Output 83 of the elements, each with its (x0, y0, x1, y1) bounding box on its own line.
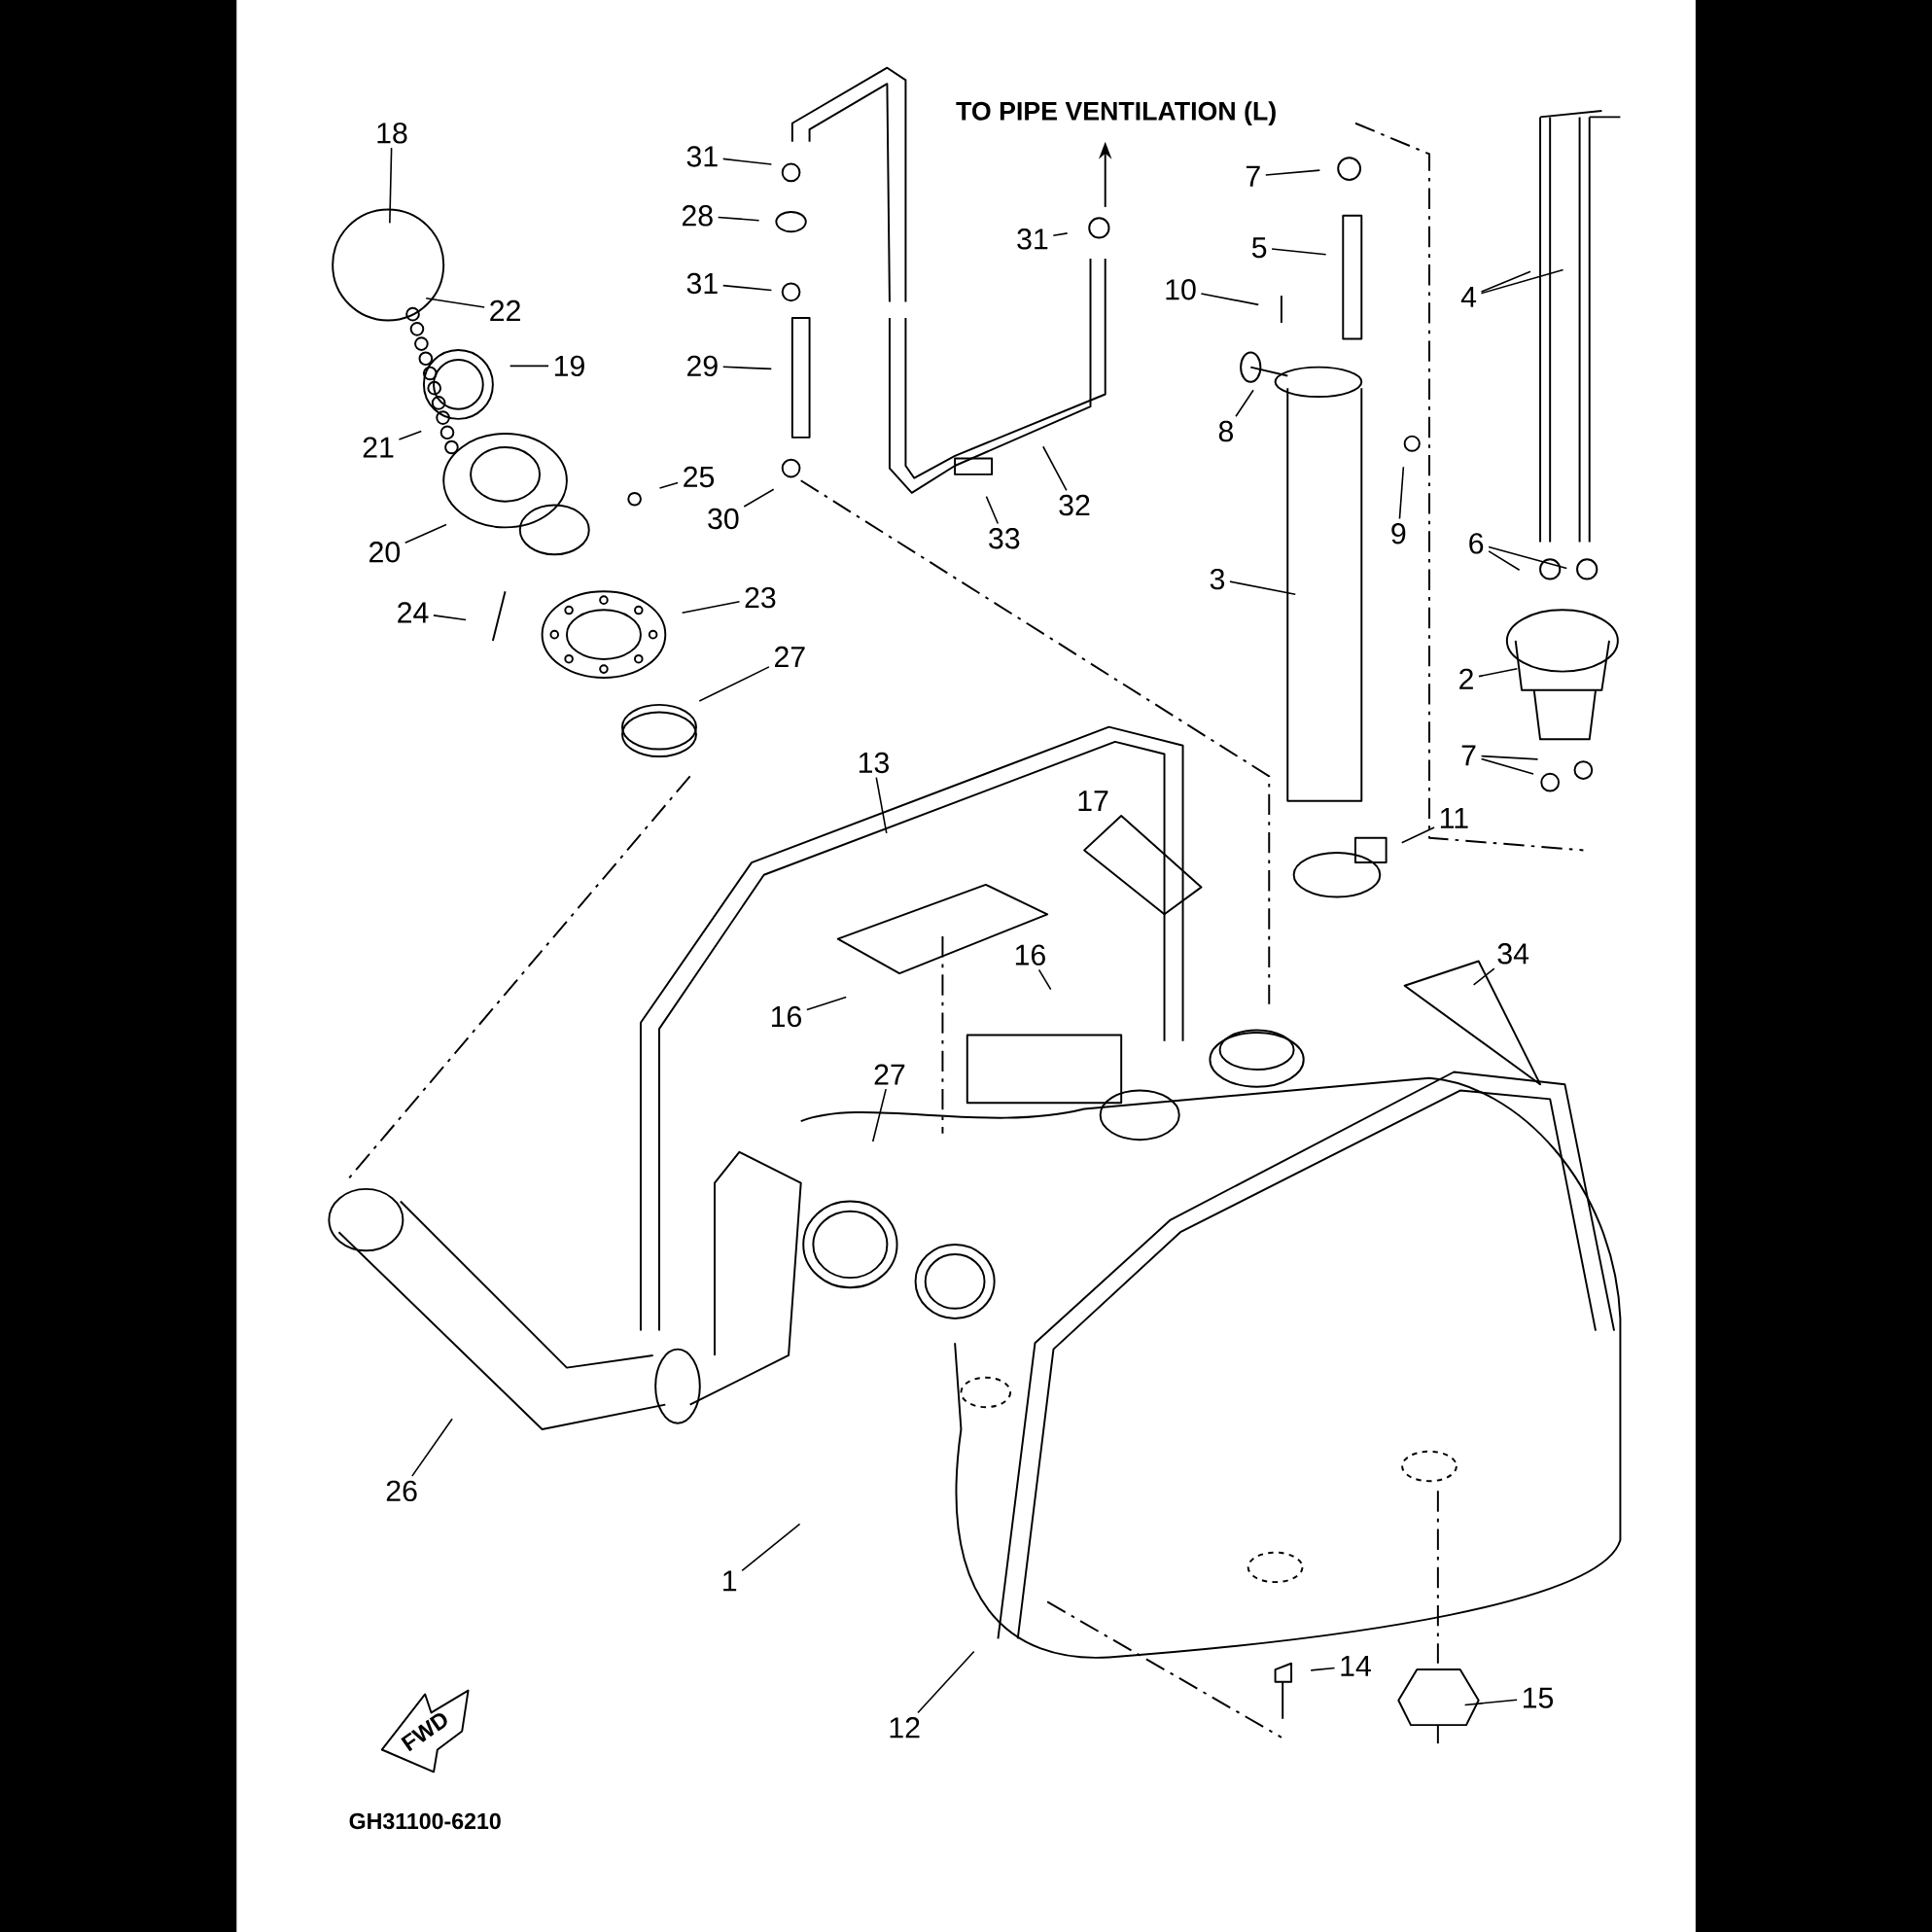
callout-number: 16 (771, 1005, 801, 1028)
leader-line (917, 1650, 975, 1714)
callout-number: 1 (723, 1570, 737, 1592)
callout-number: 6 (1469, 533, 1484, 554)
leader-line (1052, 232, 1069, 237)
leader-line (1310, 1667, 1336, 1671)
leader-line (681, 600, 741, 614)
leader-line (717, 216, 760, 222)
leader-line (743, 488, 775, 508)
callout-number: 3 (1210, 568, 1225, 590)
callout-number: 4 (1460, 287, 1477, 307)
callout-number: 19 (554, 355, 584, 377)
callout-number: 34 (1497, 943, 1529, 965)
callout-number: 12 (890, 1717, 920, 1739)
leader-line (721, 284, 773, 292)
callout-number: 10 (1166, 279, 1196, 300)
leader-line (1478, 667, 1519, 678)
leader-line (1400, 826, 1435, 844)
drawing-code: GH31100-6210 (349, 1812, 501, 1830)
leader-line (875, 776, 888, 834)
leader-line (721, 366, 773, 370)
leader-line (404, 523, 447, 544)
callout-number: 27 (775, 646, 805, 667)
leader-line (1235, 389, 1254, 418)
leader-line (1398, 466, 1405, 520)
leader-line (1488, 550, 1521, 572)
callout-number: 29 (687, 355, 718, 377)
callout-number: 31 (686, 272, 718, 295)
note-text: TO PIPE VENTILATION (L) (956, 101, 1276, 126)
leader-line (1463, 1699, 1518, 1706)
callout-number: 23 (745, 586, 776, 609)
leader-line (398, 430, 423, 440)
arrow-label: FWD (401, 1713, 447, 1752)
leader-line (1488, 545, 1568, 570)
callout-number: 30 (708, 508, 739, 530)
leader-line (658, 481, 679, 489)
callout-number: 28 (682, 205, 713, 227)
callout-number: 15 (1524, 1687, 1554, 1708)
leader-line (1229, 580, 1297, 595)
callout-number: 21 (363, 437, 394, 458)
leader-line (806, 996, 847, 1011)
callout-number: 8 (1218, 420, 1233, 442)
leader-line (1480, 268, 1564, 295)
leader-line (1480, 755, 1539, 760)
callout-number: 31 (1017, 228, 1048, 250)
leader-line (509, 365, 549, 368)
leader-line (1264, 169, 1321, 176)
callout-number: 11 (1440, 808, 1468, 828)
leader-line (1480, 270, 1531, 293)
leader-line (985, 495, 1000, 525)
callout-number: 2 (1459, 668, 1473, 689)
callout-number: 27 (874, 1064, 905, 1085)
callout-number: 22 (490, 299, 520, 321)
callout-number: 32 (1059, 494, 1090, 516)
callout-number: 31 (686, 146, 718, 167)
callout-number: 9 (1391, 523, 1406, 544)
leader-line (1042, 445, 1068, 492)
callout-number: 25 (684, 466, 715, 488)
leader-line (389, 147, 393, 225)
callout-number: 20 (369, 542, 401, 563)
leader-line (433, 615, 467, 621)
callout-number: 33 (989, 528, 1020, 549)
callout-number: 26 (386, 1480, 417, 1502)
leader-line (411, 1418, 453, 1477)
leader-line (1200, 293, 1260, 306)
leader-line (871, 1088, 887, 1142)
callout-number: 16 (1015, 944, 1045, 966)
leader-line (425, 298, 485, 308)
leader-line (721, 158, 773, 165)
callout-number: 5 (1251, 237, 1267, 259)
leader-line (1037, 968, 1052, 991)
callout-number: 24 (398, 602, 429, 623)
callout-number: 13 (859, 752, 889, 774)
callout-number: 7 (1461, 745, 1476, 766)
callout-number: 7 (1246, 165, 1260, 187)
callout-number: 14 (1341, 1655, 1371, 1676)
leader-line (1472, 967, 1495, 986)
leader-line (698, 666, 770, 702)
leader-line (1271, 248, 1327, 256)
leader-line (1480, 757, 1534, 775)
callout-number: 17 (1078, 790, 1108, 812)
callout-number: 18 (377, 123, 407, 144)
leader-line (741, 1523, 801, 1572)
